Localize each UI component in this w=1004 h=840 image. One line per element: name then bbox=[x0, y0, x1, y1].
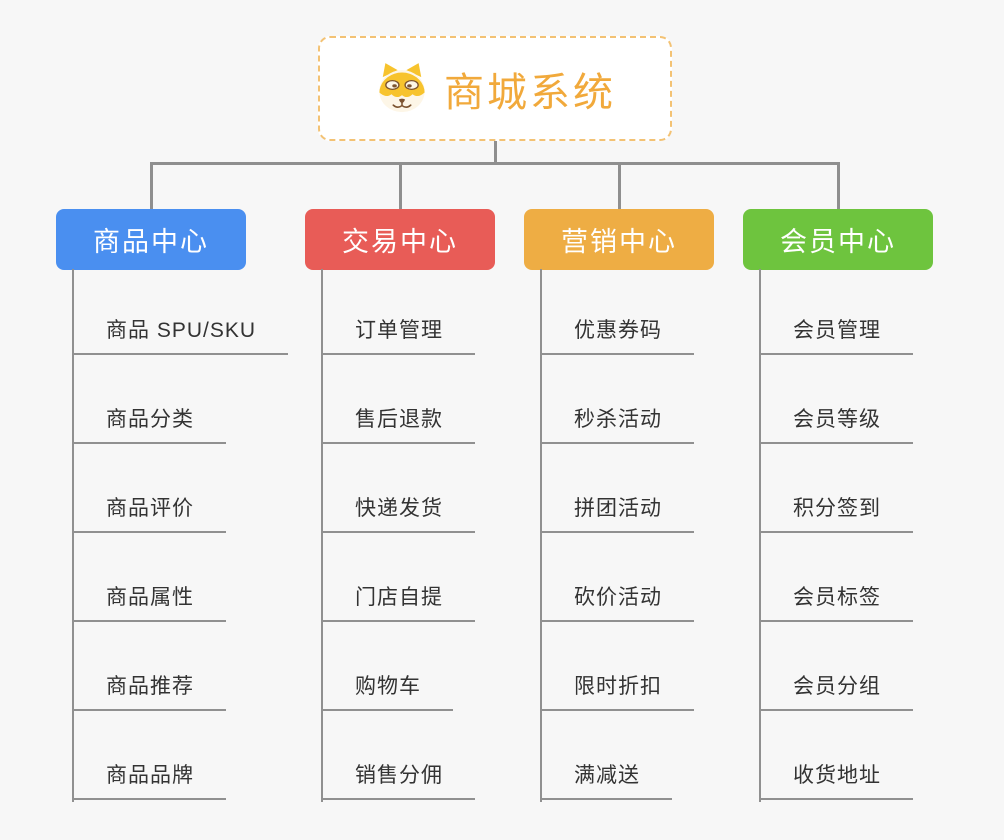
branch-label: 会员中心 bbox=[780, 227, 896, 257]
leaf-item-label: 会员等级 bbox=[759, 403, 913, 444]
branch-label: 商品中心 bbox=[93, 227, 209, 257]
leaf-item[interactable]: 优惠券码 bbox=[540, 269, 694, 355]
connector-drop-2 bbox=[399, 162, 402, 210]
leaf-list-2: 订单管理售后退款快递发货门店自提购物车销售分佣 bbox=[321, 269, 475, 800]
root-title: 商城系统 bbox=[444, 70, 616, 115]
branch-node-4[interactable]: 会员中心 bbox=[743, 209, 933, 270]
leaf-spine-2 bbox=[321, 269, 323, 802]
leaf-item-label: 商品品牌 bbox=[72, 759, 226, 800]
leaf-item[interactable]: 门店自提 bbox=[321, 533, 475, 622]
connector-drop-3 bbox=[618, 162, 621, 210]
leaf-item[interactable]: 砍价活动 bbox=[540, 533, 694, 622]
branch-node-3[interactable]: 营销中心 bbox=[524, 209, 714, 270]
leaf-item-label: 订单管理 bbox=[321, 314, 475, 355]
connector-horizontal bbox=[150, 162, 840, 165]
leaf-item-label: 快递发货 bbox=[321, 492, 475, 533]
leaf-item-label: 售后退款 bbox=[321, 403, 475, 444]
dog-face-icon bbox=[379, 63, 425, 113]
leaf-item-label: 商品推荐 bbox=[72, 670, 226, 711]
leaf-list-1: 商品 SPU/SKU 商品分类商品评价商品属性商品推荐商品品牌 bbox=[72, 269, 289, 800]
leaf-item[interactable]: 秒杀活动 bbox=[540, 355, 694, 444]
leaf-spine-3 bbox=[540, 269, 542, 802]
leaf-item[interactable]: 会员管理 bbox=[759, 269, 913, 355]
leaf-item-label: 会员分组 bbox=[759, 670, 913, 711]
leaf-item[interactable]: 购物车 bbox=[321, 622, 475, 711]
leaf-item-label: 会员标签 bbox=[759, 581, 913, 622]
root-node[interactable]: 商城系统 bbox=[318, 36, 672, 141]
leaf-item-label: 会员管理 bbox=[759, 314, 913, 355]
branch-label: 交易中心 bbox=[342, 227, 458, 257]
leaf-item-label: 限时折扣 bbox=[540, 670, 694, 711]
leaf-spine-1 bbox=[72, 269, 74, 802]
branch-label: 营销中心 bbox=[561, 227, 677, 257]
connector-root-stem bbox=[494, 140, 497, 164]
branch-node-1[interactable]: 商品中心 bbox=[56, 209, 246, 270]
leaf-item-label: 优惠券码 bbox=[540, 314, 694, 355]
leaf-item-label: 销售分佣 bbox=[321, 759, 475, 800]
leaf-list-4: 会员管理会员等级积分签到会员标签会员分组收货地址 bbox=[759, 269, 913, 800]
leaf-item-label: 积分签到 bbox=[759, 492, 913, 533]
leaf-item-label: 商品 SPU/SKU bbox=[72, 314, 289, 355]
leaf-item[interactable]: 拼团活动 bbox=[540, 444, 694, 533]
leaf-item-label: 拼团活动 bbox=[540, 492, 694, 533]
leaf-item[interactable]: 快递发货 bbox=[321, 444, 475, 533]
leaf-item[interactable]: 商品分类 bbox=[72, 355, 288, 444]
leaf-list-3: 优惠券码秒杀活动拼团活动砍价活动限时折扣满减送 bbox=[540, 269, 694, 800]
branch-node-2[interactable]: 交易中心 bbox=[305, 209, 495, 270]
leaf-item-label: 砍价活动 bbox=[540, 581, 694, 622]
leaf-spine-4 bbox=[759, 269, 761, 802]
leaf-item[interactable]: 商品 SPU/SKU bbox=[72, 269, 289, 355]
leaf-item-label: 商品属性 bbox=[72, 581, 226, 622]
leaf-item[interactable]: 销售分佣 bbox=[321, 711, 475, 800]
leaf-item[interactable]: 售后退款 bbox=[321, 355, 475, 444]
leaf-item[interactable]: 会员分组 bbox=[759, 622, 913, 711]
leaf-item-label: 秒杀活动 bbox=[540, 403, 694, 444]
connector-drop-1 bbox=[150, 162, 153, 210]
leaf-item[interactable]: 收货地址 bbox=[759, 711, 913, 800]
leaf-item[interactable]: 会员等级 bbox=[759, 355, 913, 444]
leaf-item-label: 商品评价 bbox=[72, 492, 226, 533]
leaf-item[interactable]: 商品评价 bbox=[72, 444, 288, 533]
leaf-item-label: 购物车 bbox=[321, 670, 453, 711]
leaf-item[interactable]: 满减送 bbox=[540, 711, 694, 800]
connector-drop-4 bbox=[837, 162, 840, 210]
leaf-item-label: 收货地址 bbox=[759, 759, 913, 800]
leaf-item[interactable]: 商品品牌 bbox=[72, 711, 288, 800]
leaf-item-label: 商品分类 bbox=[72, 403, 226, 444]
leaf-item[interactable]: 商品推荐 bbox=[72, 622, 288, 711]
leaf-item[interactable]: 限时折扣 bbox=[540, 622, 694, 711]
leaf-item[interactable]: 积分签到 bbox=[759, 444, 913, 533]
leaf-item-label: 门店自提 bbox=[321, 581, 475, 622]
leaf-item-label: 满减送 bbox=[540, 759, 672, 800]
leaf-item[interactable]: 商品属性 bbox=[72, 533, 288, 622]
leaf-item[interactable]: 订单管理 bbox=[321, 269, 475, 355]
leaf-item[interactable]: 会员标签 bbox=[759, 533, 913, 622]
